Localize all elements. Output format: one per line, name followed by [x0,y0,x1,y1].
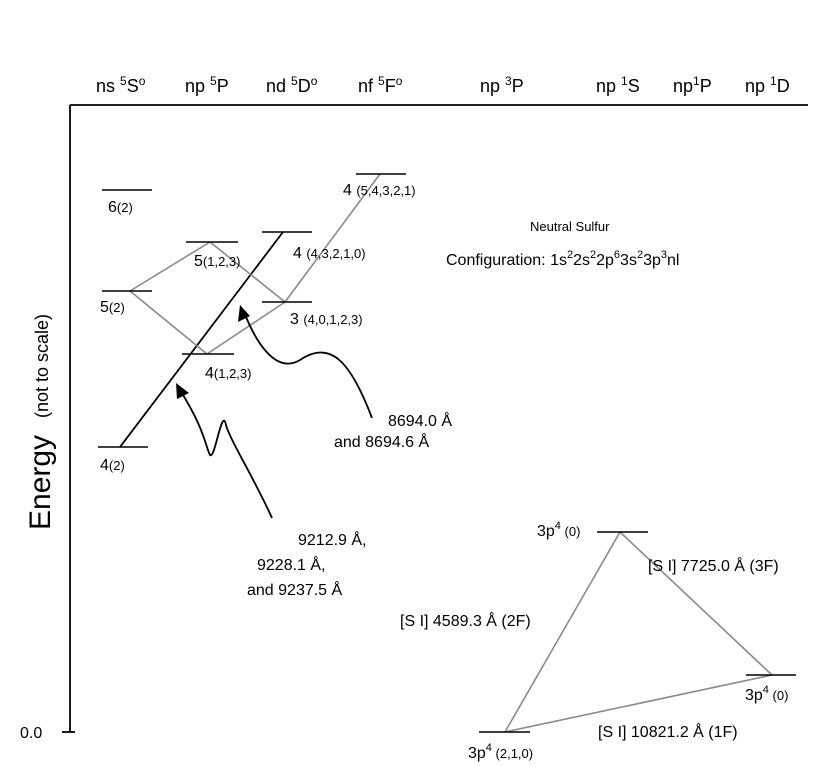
annotation-8694-line2: and 8694.6 Å [334,432,430,451]
transitions [119,173,773,733]
transition-ns5-np5 [129,241,211,292]
arrow-92-curve [179,389,273,519]
annotation-92-line3: and 9237.5 Å [247,580,343,599]
header-nd5Do: nd 5Do [266,74,318,96]
annotation-92-line2: 9228.1 Å, [257,555,326,574]
header-np1S: np 1S [596,74,640,96]
transition-ns5-np4 [129,290,208,355]
transition-np4-nd3 [206,301,286,355]
label-nd4: 4 (4,3,2,1,0) [293,245,366,262]
label-nf4: 4 (5,4,3,2,1) [343,182,416,199]
header-np3P: np 3P [480,74,524,96]
label-np4: 4(1,2,3) [205,365,251,382]
callout-arrows [176,305,373,519]
energy-axis-label: Energy (not to scale) [24,314,57,530]
transition-ns4-nd4 [119,231,284,448]
annotation-forbidden-2f: [S I] 4589.3 Å (2F) [400,611,531,630]
annotation-forbidden-1f: [S I] 10821.2 Å (1F) [598,722,738,741]
energy-label-main: Energy [24,435,57,530]
transition-np5-nd3 [209,241,286,303]
energy-label-note: (not to scale) [32,314,52,418]
transition-nd3-nf4 [284,173,381,303]
arrow-92-head [176,383,189,399]
label-gs-mid: 3p4 (0) [537,520,580,540]
header-nf5Fo: nf 5Fo [358,74,403,96]
transition-2f [504,531,621,733]
transition-1f [504,674,773,733]
label-np5: 5(1,2,3) [194,253,240,270]
label-nd3: 3 (4,0,1,2,3) [290,311,363,328]
zero-label: 0.0 [20,725,42,742]
header-np1D: np 1D [745,74,790,96]
label-gs-right: 3p4 (0) [745,684,788,704]
configuration-label: Configuration: 1s22s22p63s23p3nl [446,249,679,269]
annotation-92-line1: 9212.9 Å, [298,530,367,549]
level-labels: 6(2) 5(2) 4(2) 5(1,2,3) 4(1,2,3) 4 (4,3,… [100,182,788,762]
annotation-forbidden-3f: [S I] 7725.0 Å (3F) [648,556,779,575]
annotation-8694-line1: 8694.0 Å [388,411,452,430]
annotations: 8694.0 Å and 8694.6 Å 9212.9 Å, 9228.1 Å… [247,411,779,741]
label-ns6: 6(2) [108,199,133,216]
label-ns5: 5(2) [100,299,125,316]
atom-name: Neutral Sulfur [530,219,610,234]
arrow-8694-head [238,305,250,322]
arrow-8694-curve [243,311,373,419]
column-headers: ns 5So np 5P nd 5Do nf 5Fo np 3P np 1S n… [96,74,790,96]
header-np5P: np 5P [185,74,229,96]
header-np1P: np1P [673,74,712,96]
header-ns5So: ns 5So [96,74,146,96]
label-gs-low: 3p4 (2,1,0) [468,742,533,762]
transition-3f [619,531,773,676]
energy-levels [98,173,796,733]
label-ns4: 4(2) [100,457,125,474]
